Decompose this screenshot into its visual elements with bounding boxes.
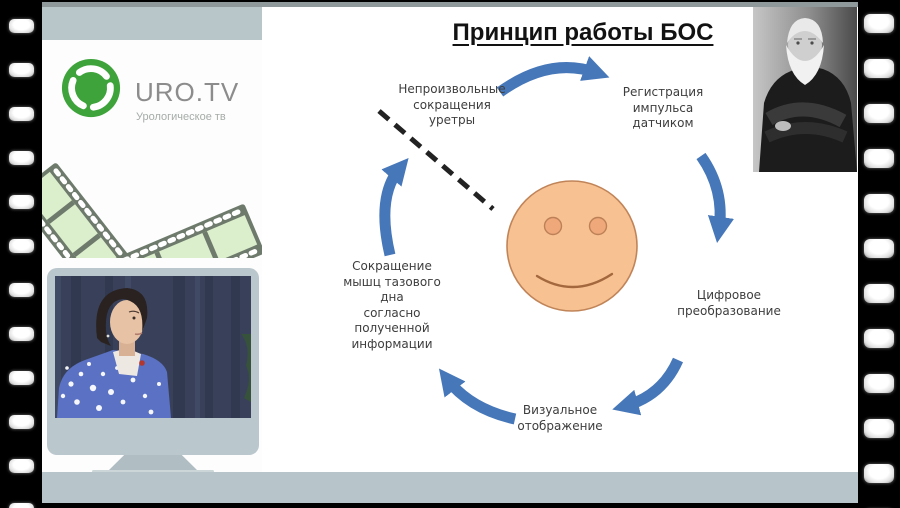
red-brooch — [139, 360, 145, 366]
portrait-photo — [753, 7, 857, 172]
step-muscle-contraction: Сокращение мышц тазового дна согласно по… — [343, 259, 441, 351]
slide: Принцип работы БОС — [262, 7, 858, 472]
dashed-block-line — [377, 109, 495, 211]
plant-leaf — [241, 334, 251, 402]
film-sprocket-hole — [8, 151, 34, 165]
step-sensor-registration: Регистрация импульса датчиком — [622, 85, 704, 130]
film-sprocket-hole — [8, 503, 34, 508]
smiley-face-icon — [506, 180, 638, 312]
presenter-monitor — [47, 268, 259, 455]
film-sprocket-hole — [864, 419, 894, 438]
urotv-logo-icon — [61, 58, 121, 118]
film-sprocket-hole — [864, 104, 894, 123]
film-sprocket-hole — [8, 63, 34, 77]
top-edge-strip — [42, 2, 858, 7]
video-content: URO.TV Урологическое тв — [42, 2, 858, 503]
logo-wordmark: URO.TV — [135, 77, 240, 107]
step-digital-conversion: Цифровое преобразование — [677, 288, 781, 318]
film-strip-right — [858, 0, 900, 508]
film-sprocket-hole — [8, 459, 34, 473]
film-sprocket-hole — [864, 284, 894, 303]
film-sprocket-hole — [864, 194, 894, 213]
monitor-stand — [108, 455, 198, 471]
film-sprocket-hole — [864, 374, 894, 393]
film-sprocket-hole — [864, 464, 894, 483]
cycle-arrows — [379, 56, 735, 425]
branding-panel: URO.TV Урологическое тв — [42, 7, 263, 473]
film-sprocket-hole — [8, 19, 34, 33]
slide-title: Принцип работы БОС — [452, 19, 714, 46]
bottom-band — [42, 472, 858, 503]
film-sprocket-hole — [864, 149, 894, 168]
presenter-figure — [57, 288, 171, 418]
film-sprocket-hole — [8, 239, 34, 253]
logo-subtitle: Урологическое тв — [136, 111, 226, 123]
film-sprocket-hole — [864, 59, 894, 78]
film-reel-graphic — [42, 163, 262, 258]
film-sprocket-hole — [8, 371, 34, 385]
film-strip-left — [0, 0, 42, 508]
cycle-diagram — [377, 56, 735, 425]
presenter-video — [55, 276, 251, 418]
step-involuntary-contractions: Непроизвольные сокращения уретры — [398, 82, 506, 127]
step-visual-display: Визуальное отображение — [517, 403, 603, 433]
film-sprocket-hole — [864, 239, 894, 258]
presenter-scene — [55, 276, 251, 418]
film-sprocket-hole — [864, 14, 894, 33]
film-sprocket-hole — [8, 283, 34, 297]
film-sprocket-hole — [8, 415, 34, 429]
monitor-stand-base — [92, 470, 214, 473]
film-sprocket-hole — [864, 329, 894, 348]
film-sprocket-hole — [8, 107, 34, 121]
film-sprocket-hole — [8, 195, 34, 209]
film-sprocket-hole — [8, 327, 34, 341]
panel-header-bar — [42, 7, 262, 40]
